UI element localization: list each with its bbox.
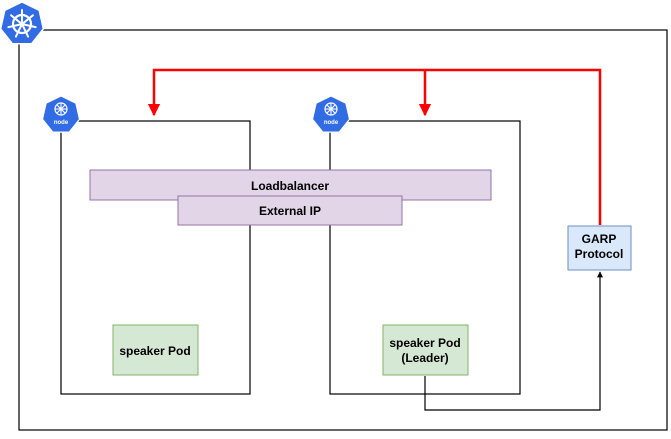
- loadbalancer-label: Loadbalancer: [251, 179, 329, 193]
- speaker-pod-leader-box: speaker Pod (Leader): [382, 324, 469, 376]
- garp-announcement-links: [147, 68, 602, 225]
- kubernetes-logo-icon: [0, 1, 45, 45]
- speaker-leader-label-line1: speaker Pod: [389, 336, 460, 350]
- garp-label-line2: Protocol: [575, 247, 624, 261]
- cluster-boundary: [18, 29, 668, 431]
- leader-to-garp-connector: [424, 271, 603, 411]
- node-icon-right-label: node: [324, 120, 339, 126]
- node-icon-right: node: [311, 95, 351, 133]
- external-ip-label: External IP: [259, 204, 321, 218]
- garp-label-line1: GARP: [582, 232, 617, 246]
- loadbalancer-box: Loadbalancer: [89, 169, 492, 201]
- external-ip-box: External IP: [177, 195, 403, 226]
- speaker-leader-label-line2: (Leader): [401, 351, 448, 365]
- speaker-pod-label: speaker Pod: [119, 344, 190, 358]
- speaker-pod-box: speaker Pod: [112, 324, 199, 376]
- node-icon-left-label: node: [54, 120, 69, 126]
- node-icon-left: node: [41, 95, 81, 133]
- garp-protocol-box: GARP Protocol: [567, 225, 632, 271]
- garp-main-line: [147, 68, 602, 225]
